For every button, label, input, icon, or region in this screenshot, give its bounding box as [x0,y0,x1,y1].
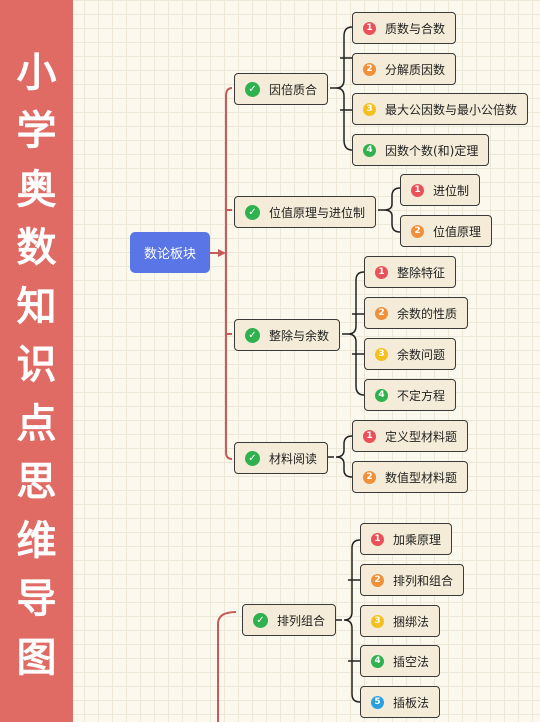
leaf-node[interactable]: 1 加乘原理 [360,523,453,555]
title-char: 维 [16,518,57,564]
title-char: 识 [16,342,57,388]
leaf-node[interactable]: 2 排列和组合 [360,564,465,596]
branch-node[interactable]: ✓ 整除与余数 [234,319,341,351]
brace-bracket [352,313,364,355]
number-2-icon: 2 [375,306,388,320]
leaf-node[interactable]: 1 整除特征 [364,256,457,288]
leaf-label: 进位制 [433,183,470,198]
title-char: 小 [16,50,57,96]
branch-node[interactable]: ✓ 排列组合 [242,604,337,636]
leaf-node[interactable]: 1 质数与合数 [352,12,457,44]
title-char: 数 [16,225,57,271]
leaf-label: 分解质因数 [385,62,446,77]
leaf-label: 插空法 [393,654,430,669]
leaf-label: 余数问题 [397,347,446,362]
number-4-icon: 4 [371,654,384,668]
leaf-label: 最大公因数与最小公倍数 [385,102,518,117]
leaf-node[interactable]: 3 余数问题 [364,338,457,370]
check-circle-icon: ✓ [245,204,260,220]
check-circle-icon: ✓ [245,450,260,466]
number-1-icon: 1 [363,429,376,443]
branch-node[interactable]: ✓ 位值原理与进位制 [234,196,377,228]
title-bar: 小 学 奥 数 知 识 点 思 维 导 图 [0,0,73,722]
leaf-label: 因数个数(和)定理 [385,143,479,158]
leaf-label: 加乘原理 [393,532,442,547]
title-char: 点 [16,401,57,447]
number-5-icon: 5 [371,695,384,709]
number-3-icon: 3 [363,102,376,116]
branch-label: 因倍质合 [269,82,318,97]
number-4-icon: 4 [375,388,388,402]
title-char: 学 [16,108,57,154]
leaf-node[interactable]: 4 不定方程 [364,379,457,411]
leaf-label: 插板法 [393,695,430,710]
leaf-node[interactable]: 3 捆绑法 [360,605,441,637]
branch-label: 整除与余数 [269,328,330,343]
leaf-label: 定义型材料题 [385,429,458,444]
branch-node[interactable]: ✓ 材料阅读 [234,442,329,474]
root-arrow [218,249,226,257]
number-3-icon: 3 [371,614,384,628]
leaf-label: 质数与合数 [385,21,446,36]
leaf-label: 余数的性质 [397,306,458,321]
brace-bracket [336,539,361,703]
leaf-node[interactable]: 1 定义型材料题 [352,420,469,452]
leaf-node[interactable]: 4 因数个数(和)定理 [352,134,490,166]
check-circle-icon: ✓ [245,81,260,97]
brace-bracket [342,271,365,396]
trunk-connector [225,87,233,460]
trunk-connector [217,611,237,722]
number-3-icon: 3 [375,347,388,361]
leaf-node[interactable]: 2 余数的性质 [364,297,469,329]
brace-bracket [328,435,353,478]
leaf-label: 不定方程 [397,388,446,403]
brace-bracket [348,579,360,662]
check-circle-icon: ✓ [245,327,260,343]
leaf-node[interactable]: 1 进位制 [400,174,481,206]
leaf-label: 排列和组合 [393,573,454,588]
branch-label: 材料阅读 [269,451,318,466]
number-1-icon: 1 [371,532,384,546]
title-char: 导 [16,576,57,622]
leaf-node[interactable]: 3 最大公因数与最小公倍数 [352,93,529,125]
leaf-label: 捆绑法 [393,614,430,629]
number-2-icon: 2 [371,573,384,587]
leaf-node[interactable]: 5 插板法 [360,686,441,718]
leaf-label: 位值原理 [433,224,482,239]
number-2-icon: 2 [411,224,424,238]
trunk-connector [226,209,232,335]
number-1-icon: 1 [411,183,424,197]
leaf-node[interactable]: 2 位值原理 [400,215,493,247]
leaf-node[interactable]: 2 数值型材料题 [352,461,469,493]
number-1-icon: 1 [375,265,388,279]
branch-label: 位值原理与进位制 [269,205,366,220]
brace-bracket [378,187,401,233]
brace-bracket [340,57,352,111]
check-circle-icon: ✓ [253,612,268,628]
leaf-label: 整除特征 [397,265,446,280]
number-1-icon: 1 [363,21,376,35]
brace-bracket [330,26,353,151]
leaf-label: 数值型材料题 [385,470,458,485]
leaf-node[interactable]: 2 分解质因数 [352,53,457,85]
branch-node[interactable]: ✓ 因倍质合 [234,73,329,105]
leaf-node[interactable]: 4 插空法 [360,645,441,677]
title-char: 思 [16,459,57,505]
root-node[interactable]: 数论板块 [130,232,210,273]
title-char: 奥 [16,167,57,213]
number-2-icon: 2 [363,470,376,484]
number-4-icon: 4 [363,143,376,157]
number-2-icon: 2 [363,62,376,76]
branch-label: 排列组合 [277,613,326,628]
title-char: 知 [16,284,57,330]
title-char: 图 [16,635,57,681]
